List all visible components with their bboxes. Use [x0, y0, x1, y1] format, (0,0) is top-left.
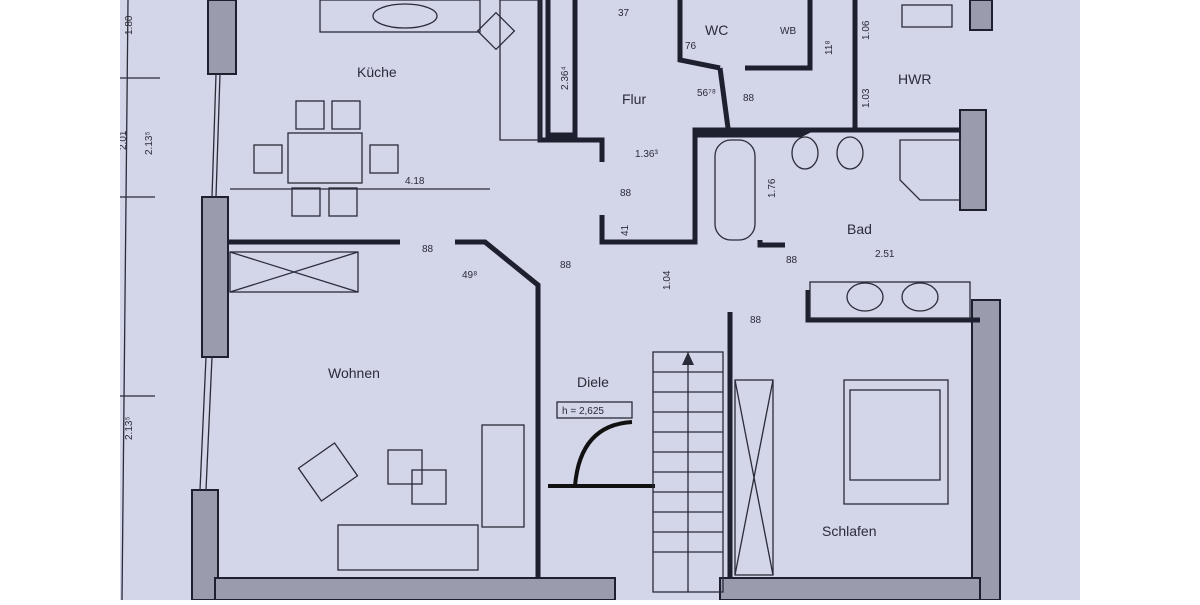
living-furniture [229, 251, 525, 571]
room-label-living: Wohnen [328, 365, 380, 381]
dim-37: 37 [618, 8, 630, 19]
dim-2-51: 2.51 [875, 249, 895, 260]
dim-kitchen-width: 4.18 [405, 176, 425, 187]
dimension-labels: 4.18 88 49⁸ 88 2.36⁴ 1.36³ 88 41 76 37 W… [405, 8, 895, 326]
dim-bath-door: 88 [786, 255, 798, 266]
dim-2-01: 2.01 [120, 130, 129, 150]
dim-2-13-upper: 2.13⁵ [144, 131, 155, 155]
room-label-entry: Diele [577, 374, 609, 390]
room-label-bath: Bad [847, 221, 872, 237]
dim-bed-door: 88 [750, 315, 762, 326]
dim-49: 49⁸ [462, 270, 477, 281]
kitchen-furniture [230, 0, 541, 217]
dim-flur-door: 88 [620, 188, 632, 199]
floor-plan-drawing: 1.80 2.01 2.13⁵ 2.13⁵ [118, 0, 1001, 601]
dim-diele-door: 88 [560, 260, 572, 271]
dim-1-36: 1.36³ [635, 149, 658, 160]
stairs [652, 351, 724, 593]
dim-1-80: 1.80 [124, 15, 135, 35]
dim-2-13-lower: 2.13⁵ [124, 416, 135, 440]
dim-1-03: 1.03 [861, 88, 872, 108]
floor-plan: 1.80 2.01 2.13⁵ 2.13⁵ [118, 0, 1080, 601]
dim-76: 76 [685, 41, 697, 52]
room-label-wc: WC [705, 22, 728, 38]
room-label-hallway: Flur [622, 91, 646, 107]
dim-wc-door: 88 [743, 93, 755, 104]
dim-living-door: 88 [422, 244, 434, 255]
room-label-kitchen: Küche [357, 64, 397, 80]
dim-41: 41 [620, 224, 631, 236]
ceiling-height-label: h = 2,625 [562, 406, 604, 417]
dim-1-04: 1.04 [662, 270, 673, 290]
room-labels: Küche Flur WC HWR Bad Wohnen Diele Schla… [328, 22, 931, 539]
interior-walls [228, 0, 980, 578]
room-label-bedroom: Schlafen [822, 523, 876, 539]
dim-11: 11⁸ [824, 40, 835, 55]
room-label-utility: HWR [898, 71, 931, 87]
dim-2-36: 2.36⁴ [560, 66, 571, 90]
bedroom-furniture [734, 379, 949, 576]
exterior-walls [191, 0, 1001, 601]
dim-56: 56⁷⁸ [697, 88, 716, 99]
left-dimension-lines: 1.80 2.01 2.13⁵ 2.13⁵ [118, 0, 160, 601]
dim-1-76: 1.76 [767, 178, 778, 198]
bath-furniture [714, 4, 971, 319]
dim-1-06: 1.06 [861, 20, 872, 40]
wash-basin-label: WB [780, 26, 796, 37]
